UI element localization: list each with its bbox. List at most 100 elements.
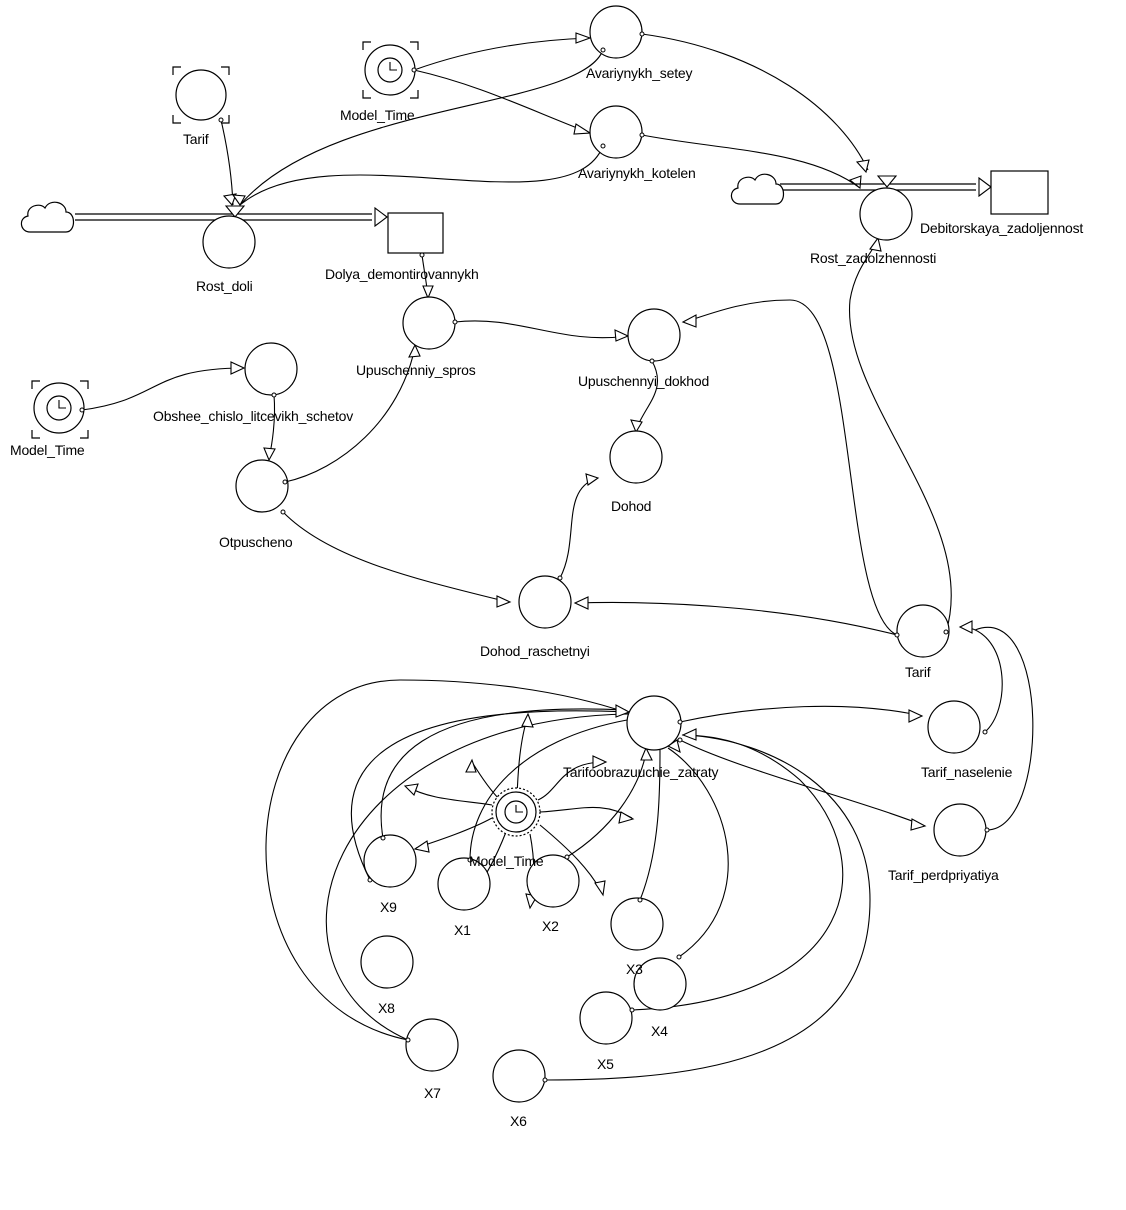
link-avariynykh-setey-to-rost-zad — [641, 33, 869, 171]
arrowhead — [496, 595, 512, 608]
node-obshee-chislo[interactable] — [244, 342, 298, 398]
arrowhead — [908, 709, 924, 723]
arrowhead — [614, 329, 630, 342]
link-tarif-mid-to-dohod-raschetnyi — [574, 601, 898, 636]
arrowhead — [855, 159, 870, 174]
valve-rost-doli — [224, 205, 246, 218]
ghost-bracket — [31, 380, 89, 439]
link-modeltime-to-avariynykh-setey — [413, 37, 591, 71]
ghost-bracket — [172, 66, 230, 124]
node-x5[interactable] — [579, 991, 635, 1045]
ghost-bracket — [362, 41, 419, 99]
label-model-time-top: Model_Time — [340, 107, 415, 123]
link-mt-to-x1 — [471, 761, 501, 801]
arrowhead — [231, 194, 246, 207]
label-dohod-raschetnyi: Dohod_raschetnyi — [480, 643, 590, 659]
label-model-time-left: Model_Time — [10, 442, 85, 458]
link-tarif-perdpriyatiya-to-tarif — [974, 626, 1034, 831]
node-model-time-top[interactable] — [362, 41, 419, 99]
cloud-source-left — [20, 201, 75, 233]
link-x1-to-tarifoobr — [469, 719, 628, 861]
node-x8[interactable] — [360, 877, 414, 989]
node-rost-zadolzhennosti[interactable] — [859, 187, 913, 241]
node-avariynykh-setey[interactable] — [589, 5, 645, 59]
link-spros-to-upuschennyi-dokhod — [454, 320, 629, 339]
node-x1[interactable] — [437, 857, 491, 911]
arrowhead — [521, 712, 534, 728]
link-tarif-mid-to-upuschennyi-dokhod — [684, 299, 898, 636]
link-mt-to-x9 — [405, 785, 493, 806]
link-avariynykh-kotelen-to-rost-doli — [239, 145, 604, 206]
label-upuschenniy-spros: Upuschenniy_spros — [356, 362, 476, 378]
node-x3[interactable] — [610, 897, 664, 951]
node-x4[interactable] — [633, 954, 687, 1011]
link-modeltime-left-to-obshee — [81, 367, 245, 411]
arrowhead — [573, 123, 592, 135]
label-x4: X4 — [651, 1023, 668, 1039]
link-modeltime-to-avariynykh-kotelen — [413, 69, 591, 134]
arrowhead — [573, 596, 589, 610]
link-x4-to-tarifoobr — [667, 747, 729, 958]
link-avariynykh-setey-to-rost-doli — [239, 49, 604, 206]
arrowhead — [618, 811, 635, 824]
arrowhead — [615, 704, 631, 718]
arrowhead — [630, 419, 643, 434]
label-avariynykh-kotelen: Avariynykh_kotelen — [578, 165, 696, 181]
node-tarif-mid[interactable] — [894, 604, 950, 658]
label-x7: X7 — [424, 1085, 441, 1101]
node-rost-doli[interactable] — [202, 215, 256, 269]
arrowhead — [230, 361, 246, 375]
arrowhead — [422, 285, 434, 300]
label-model-time-bottom: Model_Time — [469, 853, 544, 869]
node-dohod[interactable] — [609, 430, 663, 484]
node-otpuscheno[interactable] — [235, 459, 289, 515]
node-tarifoobrazuuchie[interactable] — [626, 695, 683, 751]
link-tarif-mid-to-rost-zad — [849, 239, 952, 633]
node-x2[interactable] — [526, 854, 580, 908]
clock-hands — [389, 62, 397, 71]
node-x9[interactable] — [363, 834, 417, 888]
node-model-time-left[interactable] — [31, 380, 89, 439]
link-tarifoobr-to-naselenie — [679, 705, 923, 723]
arrowheads — [222, 32, 973, 910]
link-tarif-naselenie-to-tarif — [969, 627, 1003, 733]
link-x7-outer-loop — [265, 679, 629, 1041]
link-x8-to-tarifoobr — [350, 710, 628, 881]
node-upuschennyi-dokhod[interactable] — [627, 308, 681, 364]
arrowhead — [585, 473, 600, 486]
node-tarif-top[interactable] — [172, 66, 230, 124]
node-x6[interactable] — [492, 1049, 548, 1103]
link-mt-to-x4 — [539, 806, 633, 819]
arrowhead — [681, 314, 697, 328]
cloud-source-right — [730, 173, 785, 205]
node-model-time-bottom[interactable] — [491, 787, 541, 837]
label-otpuscheno: Otpuscheno — [219, 534, 293, 550]
node-x7[interactable] — [405, 1018, 459, 1072]
valve-rost-zad — [876, 175, 898, 188]
node-tarif-naselenie[interactable] — [927, 700, 988, 754]
link-tarif-to-rost-doli — [220, 119, 234, 206]
link-upuschennyi-dokhod-to-dohod — [635, 360, 658, 431]
link-x6-to-tarifoobr — [544, 734, 871, 1081]
arrowhead — [408, 343, 421, 358]
flow-arrowhead-debitorskaya — [978, 176, 992, 198]
stock-debitorskaya-zadoljennost[interactable] — [990, 170, 1049, 215]
node-dohod-raschetnyi[interactable] — [518, 575, 572, 629]
label-x2: X2 — [542, 918, 559, 934]
link-avariynykh-kotelen-to-rost-zad — [641, 134, 861, 189]
arrowhead — [848, 175, 862, 190]
arrowhead — [640, 746, 653, 761]
arrowhead — [222, 193, 237, 207]
link-tarifoobr-to-perdpriyatiya — [679, 739, 926, 827]
arrowhead — [869, 236, 882, 252]
node-avariynykh-kotelen[interactable] — [589, 105, 645, 159]
flow-pipes — [75, 175, 992, 228]
node-tarif-perdpriyatiya[interactable] — [933, 803, 990, 857]
arrowhead — [594, 880, 606, 897]
arrowhead — [575, 32, 592, 44]
node-upuschenniy-spros[interactable] — [402, 296, 458, 350]
stock-dolya-demontirovannykh[interactable] — [387, 212, 444, 254]
label-tarif-naselenie: Tarif_naselenie — [921, 764, 1013, 780]
link-dohod-raschetnyi-to-dohod — [559, 477, 598, 579]
